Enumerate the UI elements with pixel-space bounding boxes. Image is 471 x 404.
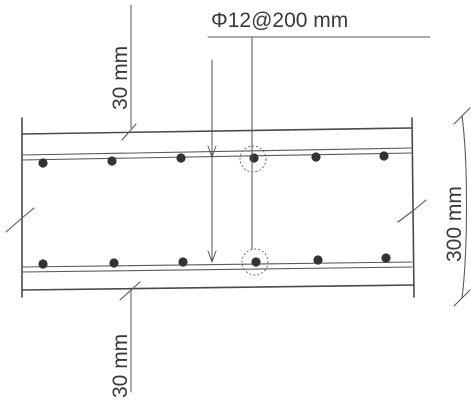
reinforcement-lines	[21, 147, 413, 273]
top-rebar-dot	[249, 153, 259, 163]
slab-right-edge	[411, 117, 415, 298]
thickness-tick-top	[453, 107, 471, 125]
top-rebar-dot	[311, 152, 321, 162]
layer-spacing-dimension	[207, 59, 217, 263]
top-rebar-line-1	[21, 147, 413, 156]
bottom-rebar-dot	[109, 258, 119, 268]
bottom-cover-label: 30 mm	[109, 334, 132, 398]
bottom-cover-tick	[119, 281, 141, 301]
top-bar-highlight-ring	[239, 145, 267, 173]
top-rebar-dot	[107, 156, 117, 166]
bar-spec-leader	[207, 36, 431, 250]
thickness-tick-bottom	[453, 289, 471, 307]
layer-spacing-arrow-top	[207, 145, 217, 158]
bottom-bar-highlight-ring	[241, 248, 269, 276]
bottom-rebar-dot	[381, 253, 391, 263]
slab-bottom-edge	[21, 284, 415, 291]
layer-spacing-arrow-bottom	[207, 250, 217, 263]
top-rebar-line-2	[21, 152, 413, 161]
thickness-dimension	[453, 107, 471, 307]
right-break-marker	[397, 199, 427, 223]
thickness-dimension-line	[461, 115, 468, 299]
slab-thickness-label: 300 mm	[443, 186, 466, 262]
bottom-rebar-dot	[38, 259, 48, 269]
bottom-rebar-line-2	[21, 266, 413, 273]
top-rebar-dot	[176, 153, 186, 163]
top-cover-label: 30 mm	[109, 46, 132, 110]
slab-top-edge	[21, 127, 413, 135]
bottom-rebar-dot	[178, 257, 188, 267]
left-break-marker	[5, 207, 35, 233]
top-rebar-dot	[38, 158, 48, 168]
top-cover-tick	[121, 123, 137, 141]
bottom-rebar-dot	[313, 255, 323, 265]
break-markers	[5, 123, 427, 301]
top-rebar-dot	[379, 151, 389, 161]
slab-outline	[21, 117, 415, 298]
bottom-rebar-dot	[251, 257, 261, 267]
bottom-rebar-line-1	[21, 261, 413, 268]
bar-spec-label: Φ12@200 mm	[211, 9, 348, 32]
highlight-rings	[239, 145, 269, 276]
rebar-dots	[38, 151, 391, 269]
